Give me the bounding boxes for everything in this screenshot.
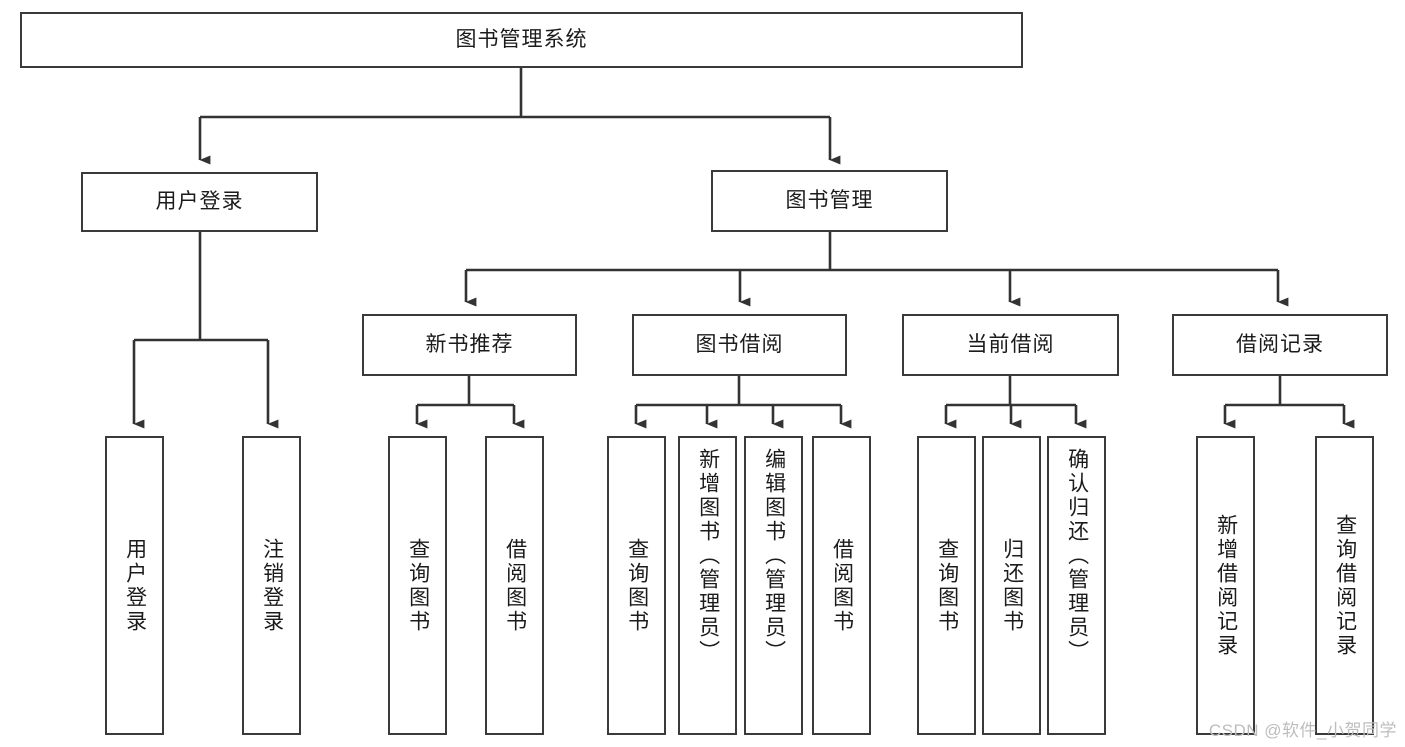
- node-label: 图书管理系统: [455, 28, 588, 52]
- node-label: 借阅记录: [1236, 333, 1324, 357]
- node-label: 用户登录: [123, 537, 147, 634]
- node-label: 新增借阅记录: [1214, 513, 1238, 658]
- leaf-book-borrow-edit-book-admin[interactable]: 编辑图书（管理员）: [744, 436, 803, 735]
- node-new-book-recommend[interactable]: 新书推荐: [362, 314, 577, 376]
- node-label: 查询图书: [406, 537, 430, 634]
- node-label: 新书推荐: [425, 333, 514, 357]
- leaf-book-borrow-query-book[interactable]: 查询图书: [607, 436, 666, 735]
- node-label: 当前借阅: [966, 333, 1055, 357]
- node-label: 注销登录: [260, 537, 284, 634]
- node-label: 新增图书（管理员）: [696, 448, 720, 664]
- node-label: 借阅图书: [830, 537, 854, 634]
- leaf-borrow-record-query-record[interactable]: 查询借阅记录: [1315, 436, 1374, 735]
- csdn-watermark: CSDN @软件_小贺同学: [1208, 721, 1397, 740]
- leaf-current-borrow-return-book[interactable]: 归还图书: [982, 436, 1041, 735]
- leaf-current-borrow-query-book[interactable]: 查询图书: [917, 436, 976, 735]
- leaf-borrow-record-add-record[interactable]: 新增借阅记录: [1196, 436, 1255, 735]
- node-label: 图书借阅: [695, 333, 784, 357]
- node-label: 借阅图书: [503, 537, 527, 634]
- leaf-book-borrow-borrow-book[interactable]: 借阅图书: [812, 436, 871, 735]
- node-book-management[interactable]: 图书管理: [711, 170, 948, 232]
- leaf-book-borrow-add-book-admin[interactable]: 新增图书（管理员）: [678, 436, 737, 735]
- leaf-user-login-login[interactable]: 用户登录: [105, 436, 164, 735]
- leaf-user-login-logout[interactable]: 注销登录: [242, 436, 301, 735]
- node-label: 查询图书: [625, 537, 649, 634]
- node-label: 查询借阅记录: [1333, 513, 1357, 658]
- node-root-book-management-system[interactable]: 图书管理系统: [20, 12, 1023, 68]
- node-label: 用户登录: [155, 190, 244, 214]
- node-label: 图书管理: [785, 189, 874, 213]
- node-borrow-record[interactable]: 借阅记录: [1172, 314, 1388, 376]
- node-current-borrow[interactable]: 当前借阅: [902, 314, 1119, 376]
- leaf-current-borrow-confirm-return-admin[interactable]: 确认归还（管理员）: [1047, 436, 1106, 735]
- leaf-new-book-borrow-book[interactable]: 借阅图书: [485, 436, 544, 735]
- node-label: 归还图书: [1000, 537, 1024, 634]
- node-label: 确认归还（管理员）: [1065, 448, 1089, 664]
- leaf-new-book-query-book[interactable]: 查询图书: [388, 436, 447, 735]
- node-user-login[interactable]: 用户登录: [81, 172, 318, 232]
- node-book-borrow[interactable]: 图书借阅: [632, 314, 847, 376]
- node-label: 编辑图书（管理员）: [762, 448, 786, 664]
- node-label: 查询图书: [935, 537, 959, 634]
